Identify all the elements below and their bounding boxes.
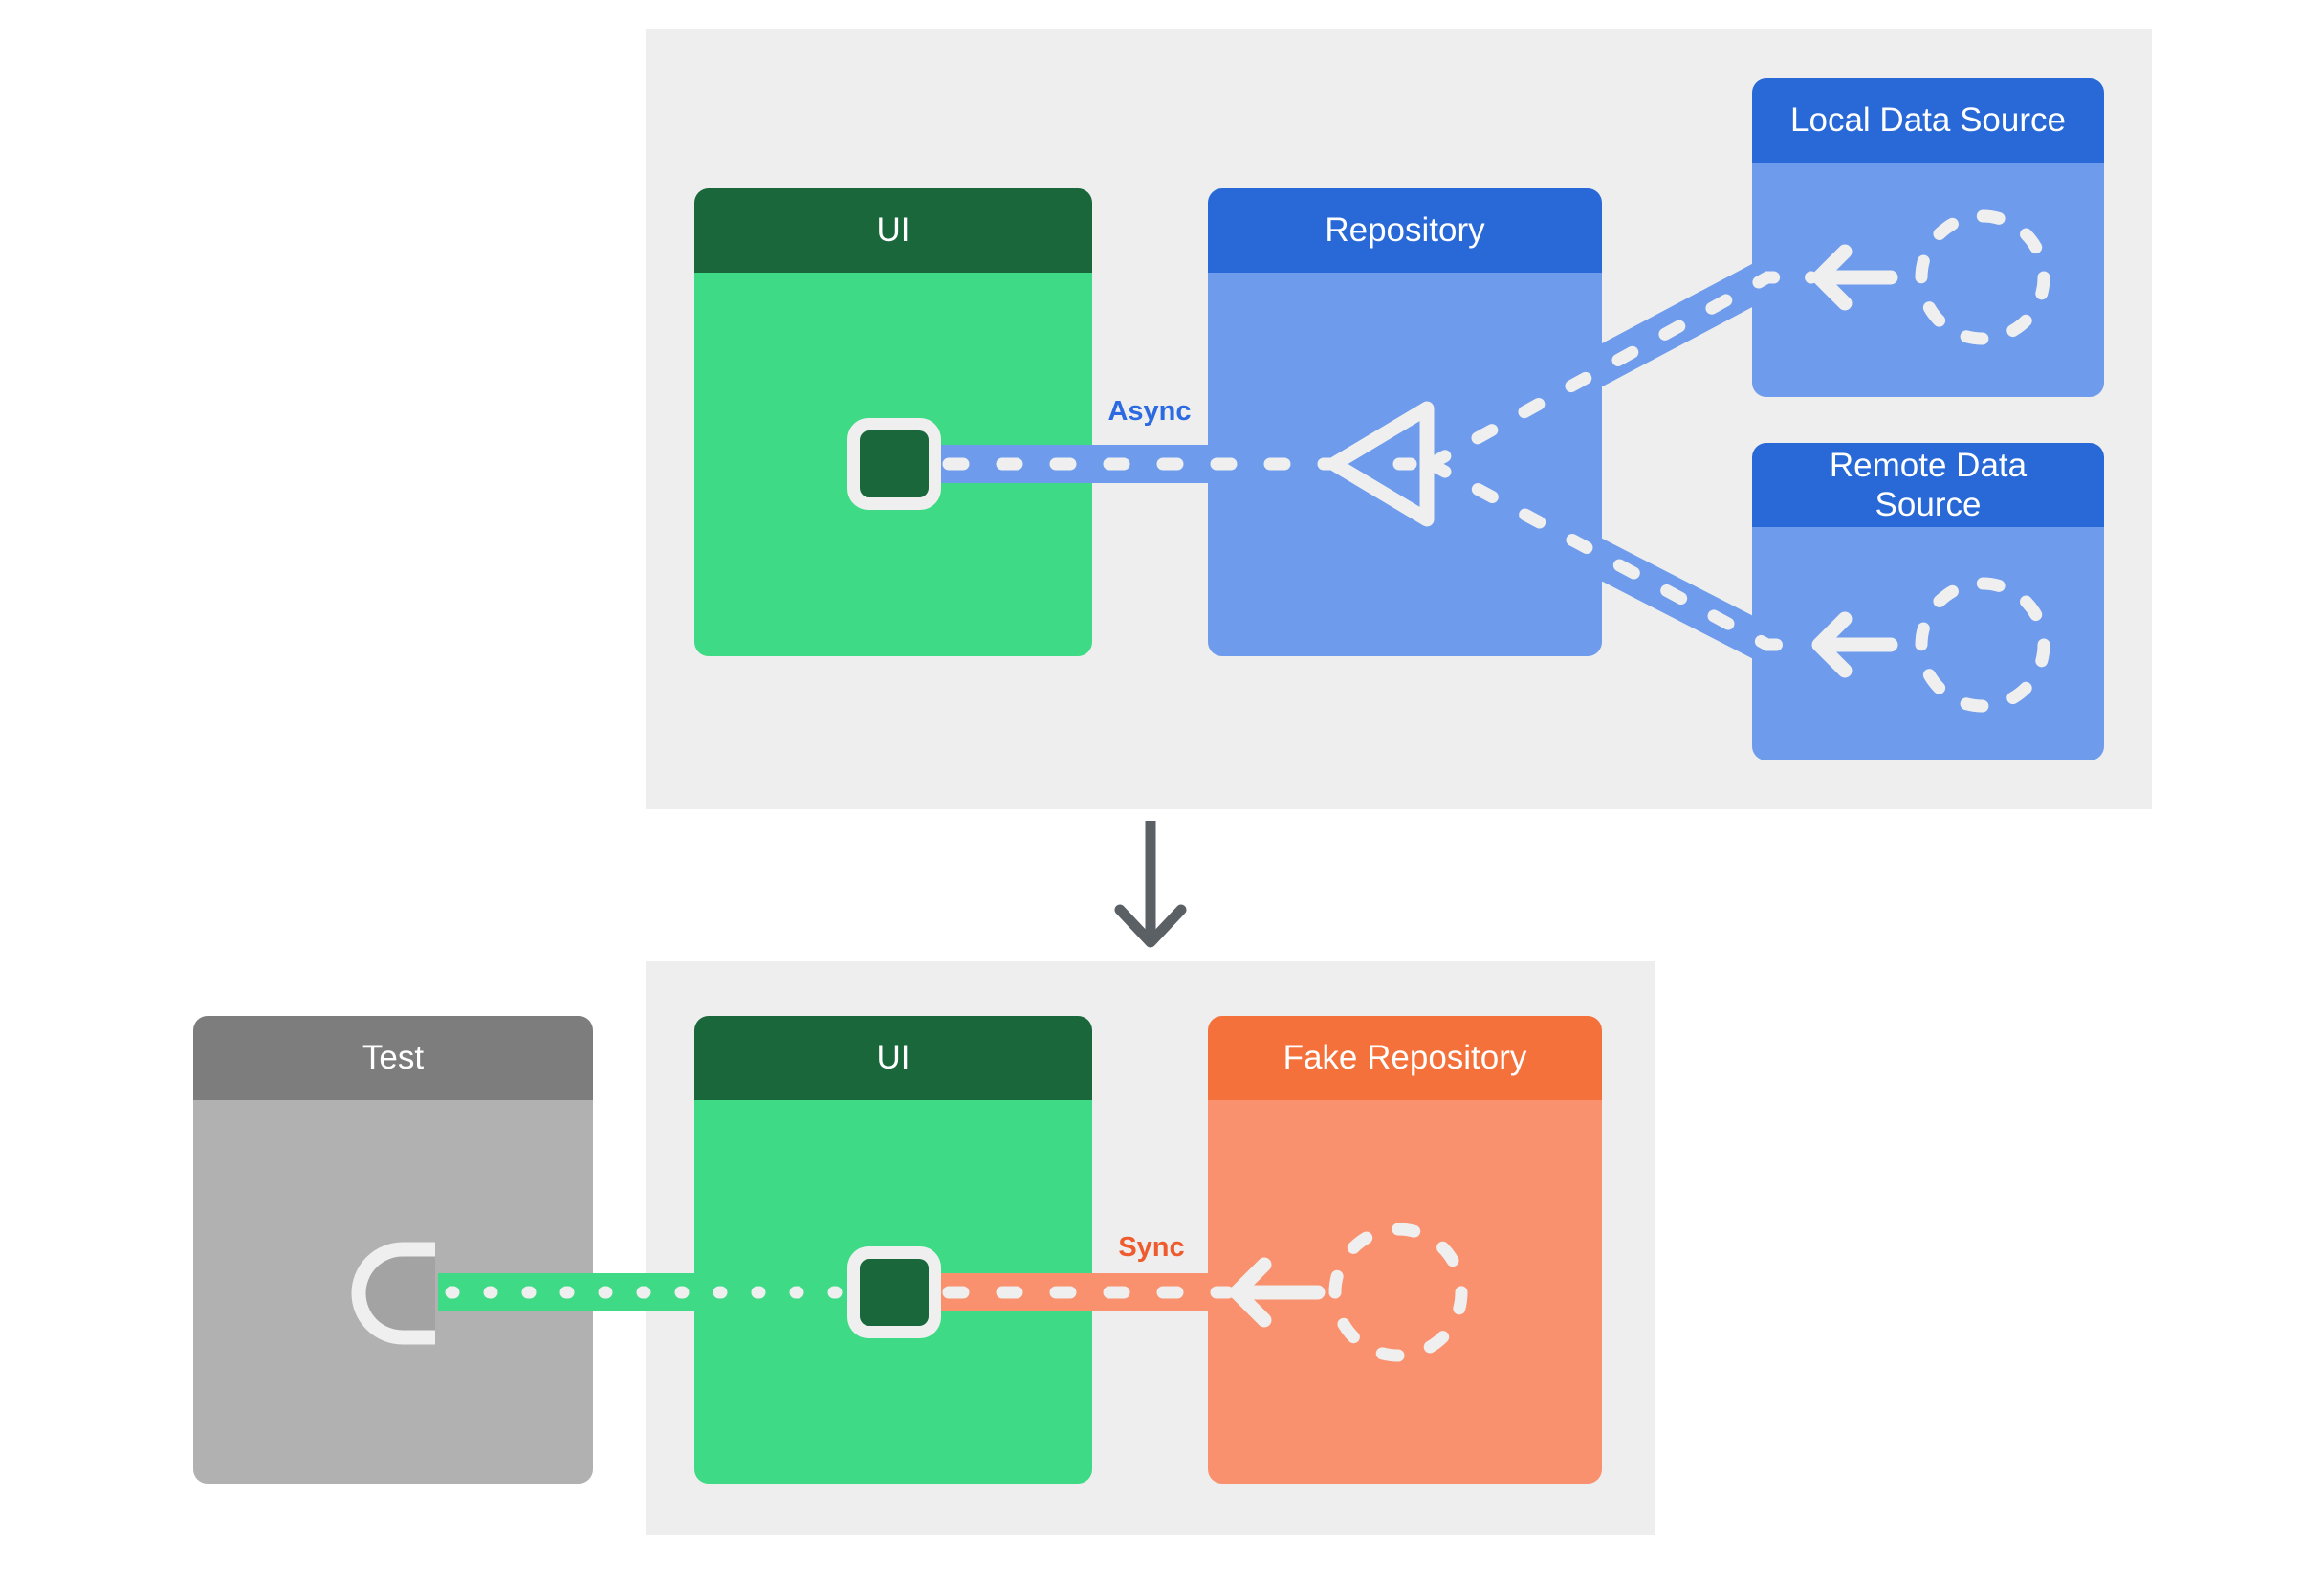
box-ui-bottom-title: UI bbox=[876, 1039, 910, 1077]
remote-dashed-circle-icon bbox=[1915, 577, 2050, 713]
module-port-icon-bottom-inner bbox=[860, 1259, 929, 1326]
box-test-title: Test bbox=[362, 1039, 425, 1077]
async-label: Async bbox=[1107, 396, 1192, 427]
module-port-icon-top-inner bbox=[860, 430, 929, 497]
remote-source-band-dashes bbox=[1424, 457, 1818, 651]
test-socket-icon bbox=[351, 1242, 435, 1345]
box-repository-header: Repository bbox=[1208, 188, 1602, 273]
fake-repo-arrow-left-icon bbox=[1229, 1257, 1326, 1328]
box-fake-repository-header: Fake Repository bbox=[1208, 1016, 1602, 1100]
module-port-icon-top bbox=[847, 418, 941, 510]
local-source-band-dashes bbox=[1424, 271, 1818, 471]
box-ui-bottom-header: UI bbox=[694, 1016, 1092, 1100]
box-ui-top-header: UI bbox=[694, 188, 1092, 273]
arrow-down-icon-head bbox=[1114, 904, 1187, 948]
box-remote-data-source-header: Remote Data Source bbox=[1752, 443, 2104, 527]
box-test-header: Test bbox=[193, 1016, 593, 1100]
box-repository-title: Repository bbox=[1325, 211, 1485, 250]
module-port-icon-bottom bbox=[847, 1246, 941, 1338]
box-remote-data-source-title: Remote Data Source bbox=[1829, 446, 2028, 523]
remote-arrow-left-icon bbox=[1811, 611, 1898, 678]
fake-repo-dashed-circle-icon bbox=[1328, 1223, 1468, 1362]
box-local-data-source-title: Local Data Source bbox=[1790, 101, 2066, 140]
box-fake-repository-title: Fake Repository bbox=[1283, 1039, 1527, 1077]
triangle-merge-icon bbox=[1326, 401, 1435, 527]
local-arrow-left-icon bbox=[1811, 244, 1898, 311]
local-dashed-circle-icon bbox=[1915, 209, 2050, 345]
box-ui-top-title: UI bbox=[876, 211, 910, 250]
box-local-data-source-header: Local Data Source bbox=[1752, 78, 2104, 163]
sync-label: Sync bbox=[1118, 1232, 1185, 1263]
